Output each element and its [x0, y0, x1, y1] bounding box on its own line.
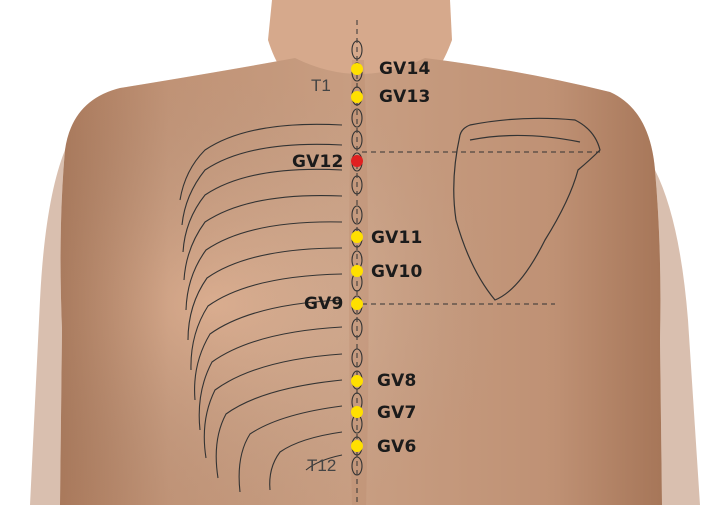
label-gv9: GV9: [304, 294, 344, 314]
label-gv14: GV14: [379, 59, 431, 79]
label-gv8: GV8: [377, 371, 417, 391]
vertebra-label-t1: T1: [311, 76, 331, 95]
vertebra-label-t12: T12: [307, 456, 337, 475]
point-gv13: [351, 91, 363, 103]
label-gv6: GV6: [377, 437, 417, 457]
point-gv14: [351, 63, 363, 75]
label-gv7: GV7: [377, 403, 417, 423]
scapula: [453, 117, 601, 301]
point-gv7: [351, 406, 363, 418]
label-gv11: GV11: [371, 228, 423, 248]
point-gv8: [351, 375, 363, 387]
label-gv13: GV13: [379, 87, 431, 107]
point-gv6: [351, 440, 363, 452]
point-gv10: [351, 265, 363, 277]
right-arm-shadow: [655, 170, 700, 505]
point-gv9: [351, 298, 363, 310]
label-gv12: GV12: [292, 152, 344, 172]
point-gv11: [351, 231, 363, 243]
rib-cage: [179, 123, 343, 493]
left-arm-shadow: [30, 150, 65, 505]
label-gv10: GV10: [371, 262, 423, 282]
point-gv12: [351, 155, 363, 167]
